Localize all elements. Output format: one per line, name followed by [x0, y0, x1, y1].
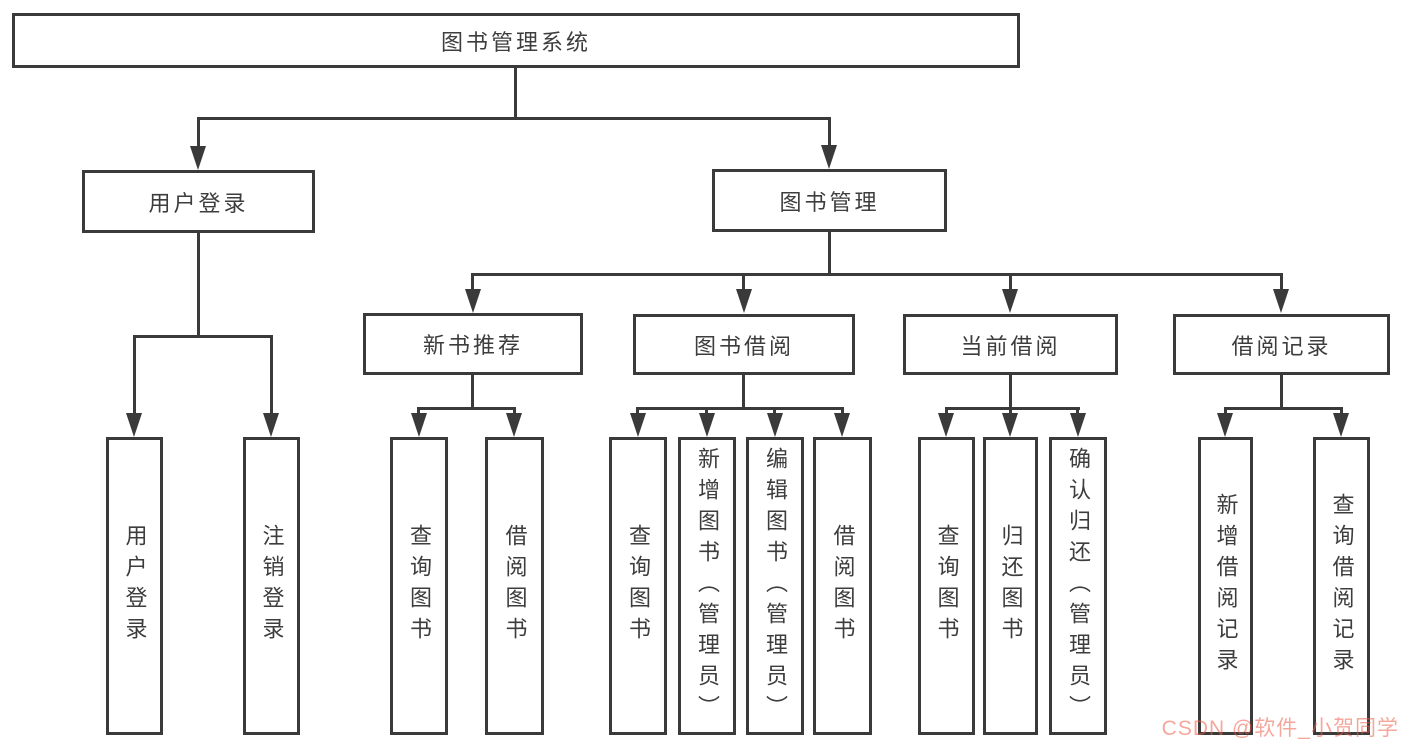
arrow-down-icon	[821, 145, 837, 169]
node-new-book-recommend: 新书推荐	[363, 313, 583, 375]
leaf-logout: 注销登录	[243, 437, 300, 735]
connector-line	[471, 273, 1283, 276]
leaf-user-login: 用户登录	[106, 437, 163, 735]
leaf-query-borrow-record: 查询借阅记录	[1313, 437, 1370, 735]
arrow-down-icon	[834, 413, 850, 437]
arrow-down-icon	[699, 413, 715, 437]
leaf-label: 注销登录	[259, 524, 285, 648]
arrow-down-icon	[190, 146, 206, 170]
leaf-label: 新增图书（管理员）	[695, 446, 720, 726]
arrow-down-icon	[411, 413, 427, 437]
node-book-borrow: 图书借阅	[633, 314, 855, 375]
connector-line	[1009, 273, 1012, 292]
connector-line	[828, 232, 831, 275]
arrow-down-icon	[630, 413, 646, 437]
connector-line	[828, 117, 831, 148]
connector-line	[636, 407, 844, 410]
node-book-management: 图书管理	[712, 169, 947, 232]
arrow-down-icon	[736, 289, 752, 313]
leaf-label: 查询图书	[407, 524, 432, 648]
arrow-down-icon	[263, 413, 279, 437]
connector-line	[1224, 407, 1343, 410]
leaf-label: 查询图书	[626, 524, 651, 648]
csdn-watermark: CSDN @软件_小贺同学	[1161, 717, 1399, 740]
leaf-confirm-return-admin: 确认归还（管理员）	[1049, 437, 1107, 735]
connector-line	[945, 407, 1080, 410]
connector-line	[197, 233, 200, 338]
connector-line	[742, 273, 745, 292]
arrow-down-icon	[465, 289, 481, 313]
connector-line	[471, 375, 474, 410]
arrow-down-icon	[1002, 289, 1018, 313]
leaf-return-books: 归还图书	[983, 437, 1038, 735]
node-borrow-records: 借阅记录	[1173, 314, 1390, 375]
leaf-label: 新增借阅记录	[1213, 493, 1239, 679]
arrow-down-icon	[938, 413, 954, 437]
connector-line	[197, 117, 830, 120]
leaf-query-books-recommend: 查询图书	[390, 437, 448, 735]
leaf-edit-books-admin: 编辑图书（管理员）	[746, 437, 804, 735]
leaf-label: 借阅图书	[502, 524, 528, 648]
arrow-down-icon	[1070, 413, 1086, 437]
connector-line	[471, 273, 474, 292]
arrow-down-icon	[1333, 413, 1349, 437]
connector-line	[1009, 375, 1012, 409]
leaf-query-books-borrow: 查询图书	[609, 437, 667, 735]
leaf-label: 确认归还（管理员）	[1066, 446, 1091, 726]
leaf-query-books-current: 查询图书	[918, 437, 975, 735]
arrow-down-icon	[126, 413, 142, 437]
arrow-down-icon	[506, 413, 522, 437]
leaf-label: 编辑图书（管理员）	[763, 446, 788, 726]
leaf-borrow-books-recommend: 借阅图书	[485, 437, 544, 735]
arrow-down-icon	[1273, 289, 1289, 313]
leaf-add-borrow-record: 新增借阅记录	[1198, 437, 1253, 735]
leaf-label: 用户登录	[122, 524, 148, 648]
node-user-login: 用户登录	[82, 170, 315, 233]
connector-line	[742, 375, 745, 410]
arrow-down-icon	[1217, 413, 1233, 437]
connector-line	[270, 335, 273, 417]
connector-line	[514, 68, 517, 119]
node-current-borrow: 当前借阅	[903, 314, 1118, 375]
leaf-borrow-books: 借阅图书	[813, 437, 872, 735]
node-root: 图书管理系统	[12, 13, 1020, 68]
leaf-label: 借阅图书	[830, 524, 856, 648]
connector-line	[133, 335, 136, 417]
connector-line	[417, 407, 516, 410]
leaf-label: 归还图书	[998, 524, 1024, 648]
leaf-label: 查询借阅记录	[1329, 493, 1355, 679]
connector-line	[197, 117, 200, 148]
connector-line	[1280, 375, 1283, 409]
leaf-add-books-admin: 新增图书（管理员）	[678, 437, 736, 735]
leaf-label: 查询图书	[934, 524, 960, 648]
arrow-down-icon	[767, 413, 783, 437]
connector-line	[1280, 273, 1283, 292]
arrow-down-icon	[1002, 413, 1018, 437]
connector-line	[133, 335, 273, 338]
